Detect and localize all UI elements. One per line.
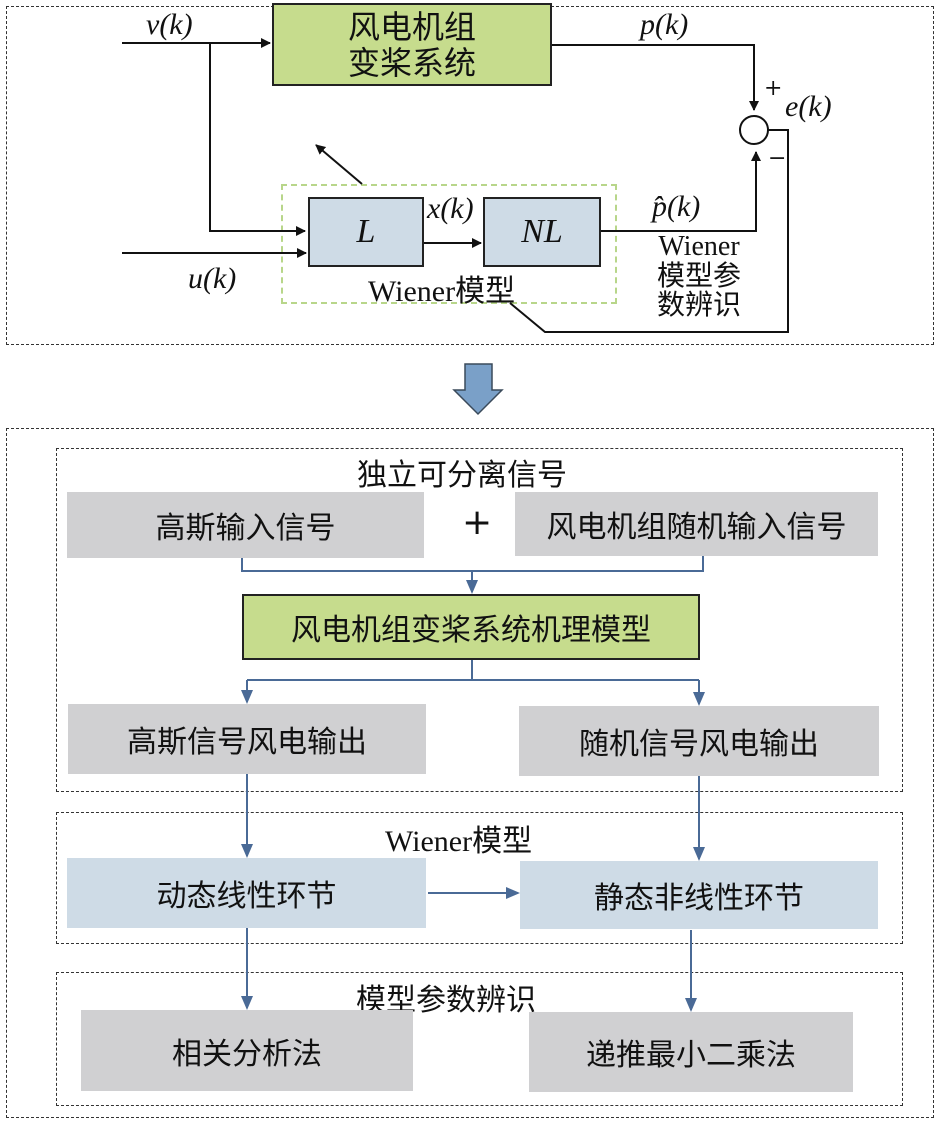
gaussian-input-label: 高斯输入信号 [155,511,336,546]
p-hat-line [601,151,761,232]
dynamic-linear-label: 动态线性环节 [156,879,337,914]
top-connections [122,38,789,333]
x-signal-label: x(k) [427,192,474,225]
plus-operator: + [462,502,493,543]
plus-sign: + [764,76,783,101]
identification-line3: 数辨识 [657,288,742,321]
wiener-model-title: Wiener模型 [385,825,533,858]
static-nonlinear-box: 静态非线性环节 [520,861,878,929]
pitch-system-line1: 风电机组 [347,7,476,46]
identification-line1: Wiener [658,231,740,262]
sum-junction [739,115,769,145]
random-output-box: 随机信号风电输出 [519,706,879,776]
separable-signals-section [56,448,903,792]
random-input-box: 风电机组随机输入信号 [515,492,878,556]
pitch-system-block: 风电机组 变桨系统 [272,3,552,86]
bottom-diagram-frame [6,428,934,1118]
static-nonlinear-label: 静态非线性环节 [594,881,804,916]
nonlinear-block-label: NL [521,213,563,250]
identification-line2: 模型参 [657,259,742,292]
p-signal-label: p(k) [640,8,689,41]
gaussian-input-box: 高斯输入信号 [67,492,424,558]
big-down-arrow-icon [452,363,504,416]
error-feedback-line [509,129,789,333]
wiener-model-section [56,812,903,944]
random-input-label: 风电机组随机输入信号 [546,510,847,545]
e-signal-label: e(k) [785,90,832,123]
minus-sign: − [768,146,787,171]
correlation-analysis-box: 相关分析法 [81,1010,413,1091]
correlation-analysis-label: 相关分析法 [172,1036,322,1072]
v-signal-label: v(k) [146,8,193,41]
mechanism-model-box: 风电机组变桨系统机理模型 [242,594,700,660]
parameter-identification-section [56,972,903,1106]
linear-block-label: L [356,213,376,250]
gaussian-output-label: 高斯信号风电输出 [127,725,367,760]
u-signal-label: u(k) [188,262,237,295]
separable-signals-title: 独立可分离信号 [357,458,567,493]
gaussian-output-box: 高斯信号风电输出 [68,704,426,774]
random-output-label: 随机信号风电输出 [579,727,819,762]
p-hat-signal-label: p̂(k) [652,190,701,223]
adaptation-arrow [315,144,363,185]
wiener-model-group [281,184,617,304]
dynamic-linear-box: 动态线性环节 [67,858,426,928]
wiener-group-label: Wiener模型 [368,275,516,308]
pitch-system-line2: 变桨系统 [347,43,476,82]
mechanism-model-label: 风电机组变桨系统机理模型 [291,613,651,648]
p-line [552,44,759,111]
recursive-least-squares-box: 递推最小二乘法 [529,1012,853,1092]
v-branch-line [209,43,306,236]
linear-block: L [308,197,424,267]
identification-label: Wiener 模型参 数辨识 [657,232,741,319]
nonlinear-block: NL [483,197,601,267]
recursive-least-squares-label: 递推最小二乘法 [586,1038,796,1073]
